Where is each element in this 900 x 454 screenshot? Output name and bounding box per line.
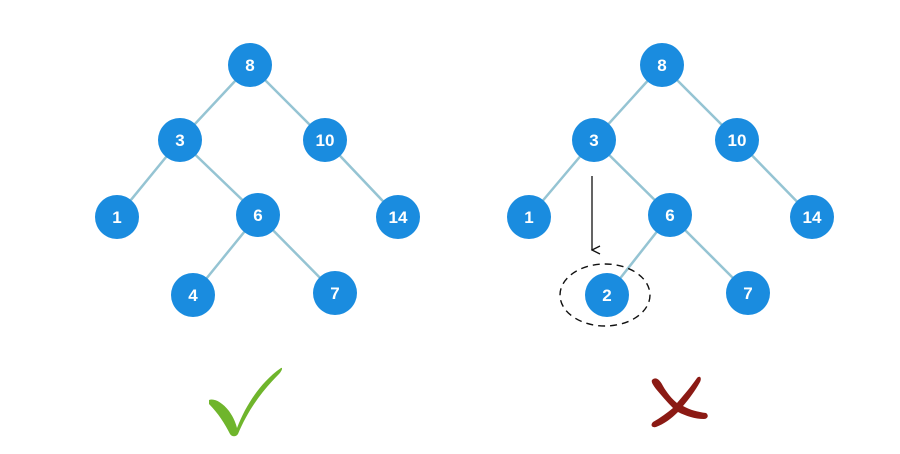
node-2: 2 [585, 273, 629, 317]
node-label: 6 [253, 206, 262, 225]
node-label: 7 [330, 284, 339, 303]
dashed-highlight-outline [559, 263, 651, 327]
node-3: 3 [158, 118, 202, 162]
node-circle [507, 195, 551, 239]
node-6: 6 [648, 193, 692, 237]
check-mark-icon [209, 367, 283, 437]
node-8: 8 [228, 43, 272, 87]
node-circle [726, 271, 770, 315]
node-circle [313, 271, 357, 315]
node-circle [640, 43, 684, 87]
node-label: 2 [602, 286, 611, 305]
node-circle [376, 195, 420, 239]
node-circle [572, 118, 616, 162]
node-label: 3 [175, 131, 184, 150]
node-label: 7 [743, 284, 752, 303]
node-circle [303, 118, 347, 162]
cross-mark-icon [651, 376, 708, 428]
node-1: 1 [507, 195, 551, 239]
node-3: 3 [572, 118, 616, 162]
node-circle [171, 273, 215, 317]
node-circle [715, 118, 759, 162]
node-8: 8 [640, 43, 684, 87]
node-label: 14 [389, 208, 408, 227]
node-label: 10 [728, 131, 747, 150]
node-circle [228, 43, 272, 87]
node-label: 3 [589, 131, 598, 150]
node-circle [790, 195, 834, 239]
node-10: 10 [715, 118, 759, 162]
node-label: 1 [524, 208, 533, 227]
node-label: 6 [665, 206, 674, 225]
node-label: 10 [316, 131, 335, 150]
node-circle [585, 273, 629, 317]
node-label: 8 [245, 56, 254, 75]
node-circle [648, 193, 692, 237]
node-7: 7 [313, 271, 357, 315]
check-mark-shape [209, 367, 283, 437]
node-4: 4 [171, 273, 215, 317]
node-label: 14 [803, 208, 822, 227]
node-6: 6 [236, 193, 280, 237]
invalid-bst-tree: 8 3 10 1 6 14 2 7 [507, 43, 834, 327]
valid-bst-tree: 8 3 10 1 6 14 4 7 [95, 43, 420, 317]
node-circle [236, 193, 280, 237]
node-7: 7 [726, 271, 770, 315]
cross-mark-shape [651, 376, 708, 428]
node-1: 1 [95, 195, 139, 239]
node-circle [158, 118, 202, 162]
node-10: 10 [303, 118, 347, 162]
node-14: 14 [376, 195, 420, 239]
node-circle [95, 195, 139, 239]
node-14: 14 [790, 195, 834, 239]
node-label: 4 [188, 286, 198, 305]
node-label: 8 [657, 56, 666, 75]
node-label: 1 [112, 208, 121, 227]
